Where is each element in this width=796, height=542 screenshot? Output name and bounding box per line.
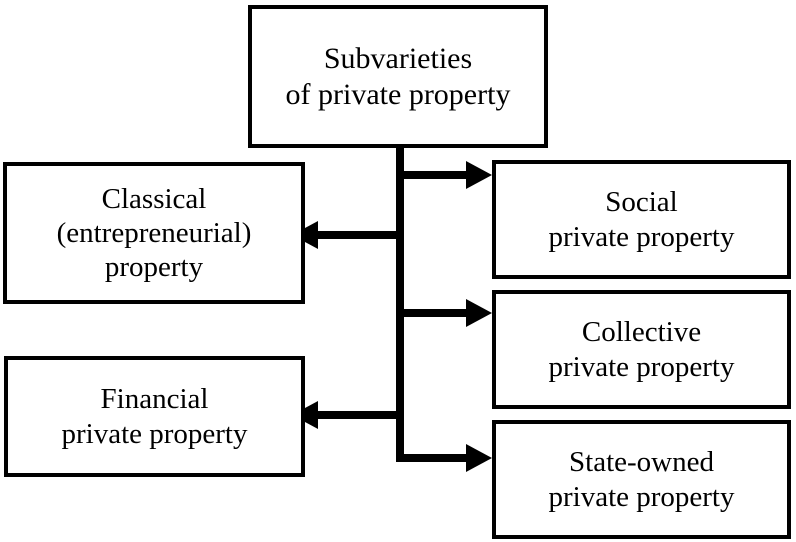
node-root-label: Subvarieties of private property bbox=[285, 42, 511, 111]
node-state-owned-private-property: State-owned private property bbox=[492, 420, 791, 539]
connector-to-financial bbox=[318, 411, 400, 419]
arrowhead-right-collective bbox=[466, 299, 492, 327]
node-social-label: Social private property bbox=[548, 186, 735, 253]
connector-to-state-owned bbox=[400, 454, 470, 462]
node-collective-label: Collective private property bbox=[548, 316, 735, 383]
arrowhead-right-state-owned bbox=[466, 444, 492, 472]
node-root-subvarieties: Subvarieties of private property bbox=[248, 5, 548, 148]
node-collective-private-property: Collective private property bbox=[492, 290, 791, 409]
node-social-private-property: Social private property bbox=[492, 160, 791, 279]
connector-spine bbox=[396, 144, 404, 462]
node-classical-property: Classical (entrepreneurial) property bbox=[3, 162, 305, 304]
node-classical-label: Classical (entrepreneurial) property bbox=[56, 182, 252, 284]
node-state-owned-label: State-owned private property bbox=[548, 446, 735, 513]
node-financial-private-property: Financial private property bbox=[4, 356, 305, 477]
node-financial-label: Financial private property bbox=[61, 383, 248, 450]
arrowhead-right-social bbox=[466, 161, 492, 189]
connector-to-social bbox=[400, 171, 470, 179]
connector-to-collective bbox=[400, 309, 470, 317]
connector-to-classical bbox=[318, 231, 400, 239]
